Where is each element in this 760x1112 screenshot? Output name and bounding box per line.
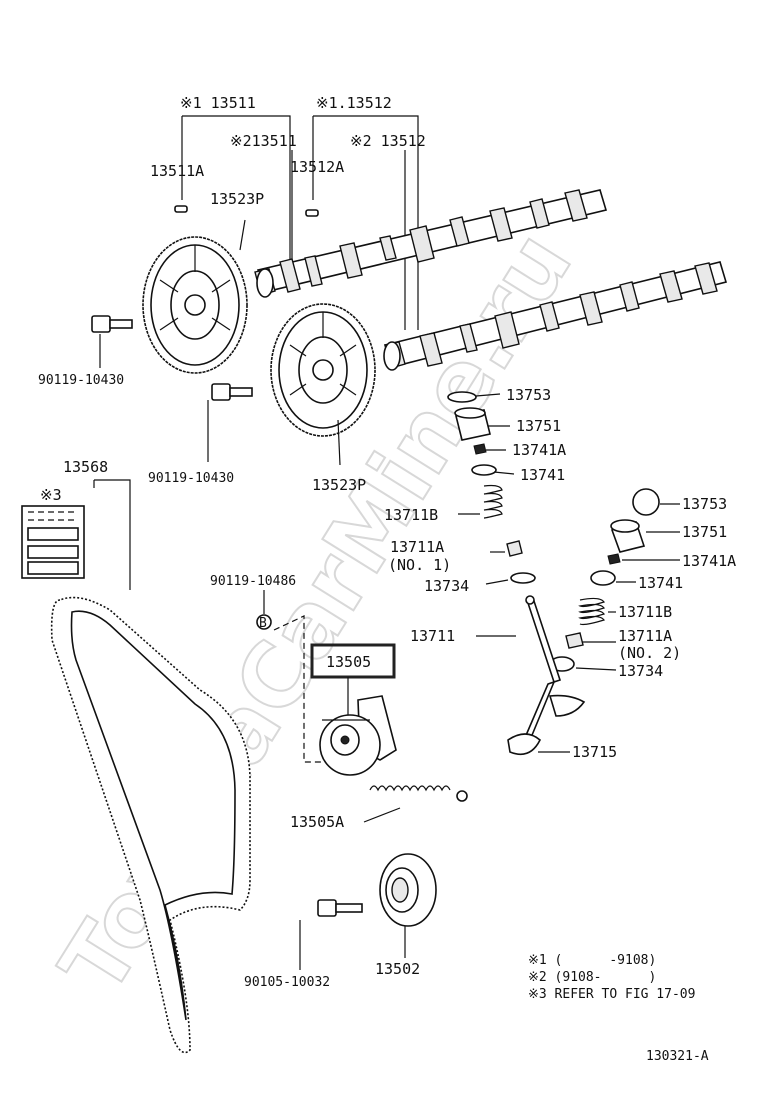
timing-pulley-icon	[142, 236, 248, 374]
tensioner-icon	[319, 695, 397, 776]
seal-icon	[506, 540, 523, 557]
callout-label: ※3	[40, 486, 62, 504]
camshaft-icon	[383, 261, 728, 371]
footnote: ※3 REFER TO FIG 17-09	[528, 987, 695, 1002]
retainer-icon	[590, 570, 616, 586]
camshaft-group: ※1 13511 ※1.13512 ※213511 ※2 13512 13511…	[38, 94, 728, 494]
valve-spring-icon	[483, 484, 503, 519]
callout-label: ※2 13512	[350, 132, 426, 150]
callout-label: 90119-10430	[38, 373, 124, 388]
timing-belt-icon	[50, 596, 251, 1054]
callout-label: 13741	[638, 574, 683, 592]
lifter-icon	[454, 407, 491, 441]
callout-label: (NO. 2)	[618, 644, 681, 662]
valve-icon	[507, 680, 586, 756]
callout-label: 13753	[506, 386, 551, 404]
callout-label: 13502	[375, 960, 420, 978]
bolt-icon	[317, 899, 363, 917]
bolt-icon	[91, 315, 133, 333]
callout-label: 13523P	[312, 476, 366, 494]
callout-label: ※1 13511	[180, 94, 256, 112]
callout-label: 13523P	[210, 190, 264, 208]
timing-belt-group: 13568 ※3 90119-10486 B 13505	[21, 458, 468, 1054]
callout-label: 13505A	[290, 813, 344, 831]
callout-label: 13751	[682, 523, 727, 541]
tension-spring-icon	[369, 785, 468, 802]
callout-label: 13711A	[390, 538, 444, 556]
bolt-b-icon	[256, 614, 272, 630]
callout-label: 90119-10430	[148, 471, 234, 486]
callout-label: 13511A	[150, 162, 204, 180]
callout-label: 90105-10032	[244, 975, 330, 990]
callout-label: 13734	[618, 662, 663, 680]
highlighted-part-number[interactable]: 13505	[326, 653, 371, 671]
footnotes: ※1 ( -9108) ※2 (9108- ) ※3 REFER TO FIG …	[528, 953, 695, 1002]
bolt-icon	[211, 383, 253, 401]
pin-icon	[305, 209, 319, 217]
callout-label: 13741A	[512, 441, 566, 459]
callout-label: 13711A	[618, 627, 672, 645]
callout-label: ※213511	[230, 132, 297, 150]
callout-label: 13715	[572, 743, 617, 761]
callout-label: 13568	[63, 458, 108, 476]
callout-label: 13711B	[618, 603, 672, 621]
footnote: ※2 (9108- )	[528, 970, 656, 985]
lifter-icon	[610, 519, 646, 553]
reference-box: ※3	[21, 486, 85, 579]
highlighted-part-box[interactable]	[310, 643, 396, 679]
callout-label: 13711B	[384, 506, 438, 524]
callout-label: (NO. 1)	[388, 556, 451, 574]
valve-icon	[525, 595, 562, 684]
figure-code: 130321-A	[646, 1049, 709, 1064]
valve-spring-icon	[578, 597, 605, 626]
idler-pulley-icon	[379, 853, 437, 927]
keeper-icon	[473, 443, 487, 455]
footnote: ※1 ( -9108)	[528, 953, 656, 968]
camshaft-icon	[254, 189, 608, 298]
callout-label: ※1.13512	[316, 94, 392, 112]
callout-label: 13711	[410, 627, 455, 645]
retainer-icon	[471, 464, 497, 476]
valve-group: 13753 13751 13741A 13741 13711B 13711A (…	[384, 386, 736, 761]
shim-icon	[632, 488, 660, 516]
callout-label: 13753	[682, 495, 727, 513]
seal-icon	[565, 632, 584, 649]
callout-label: 13751	[516, 417, 561, 435]
keeper-icon	[607, 553, 621, 565]
pin-icon	[174, 205, 188, 213]
callout-label: 90119-10486	[210, 574, 296, 589]
callout-label: 13741A	[682, 552, 736, 570]
callout-label: B	[259, 616, 267, 631]
shim-icon	[447, 391, 477, 403]
timing-pulley-icon	[270, 303, 376, 437]
seat-icon	[510, 572, 536, 584]
callout-label: 13734	[424, 577, 469, 595]
callout-label: 13741	[520, 466, 565, 484]
callout-label: 13512A	[290, 158, 344, 176]
